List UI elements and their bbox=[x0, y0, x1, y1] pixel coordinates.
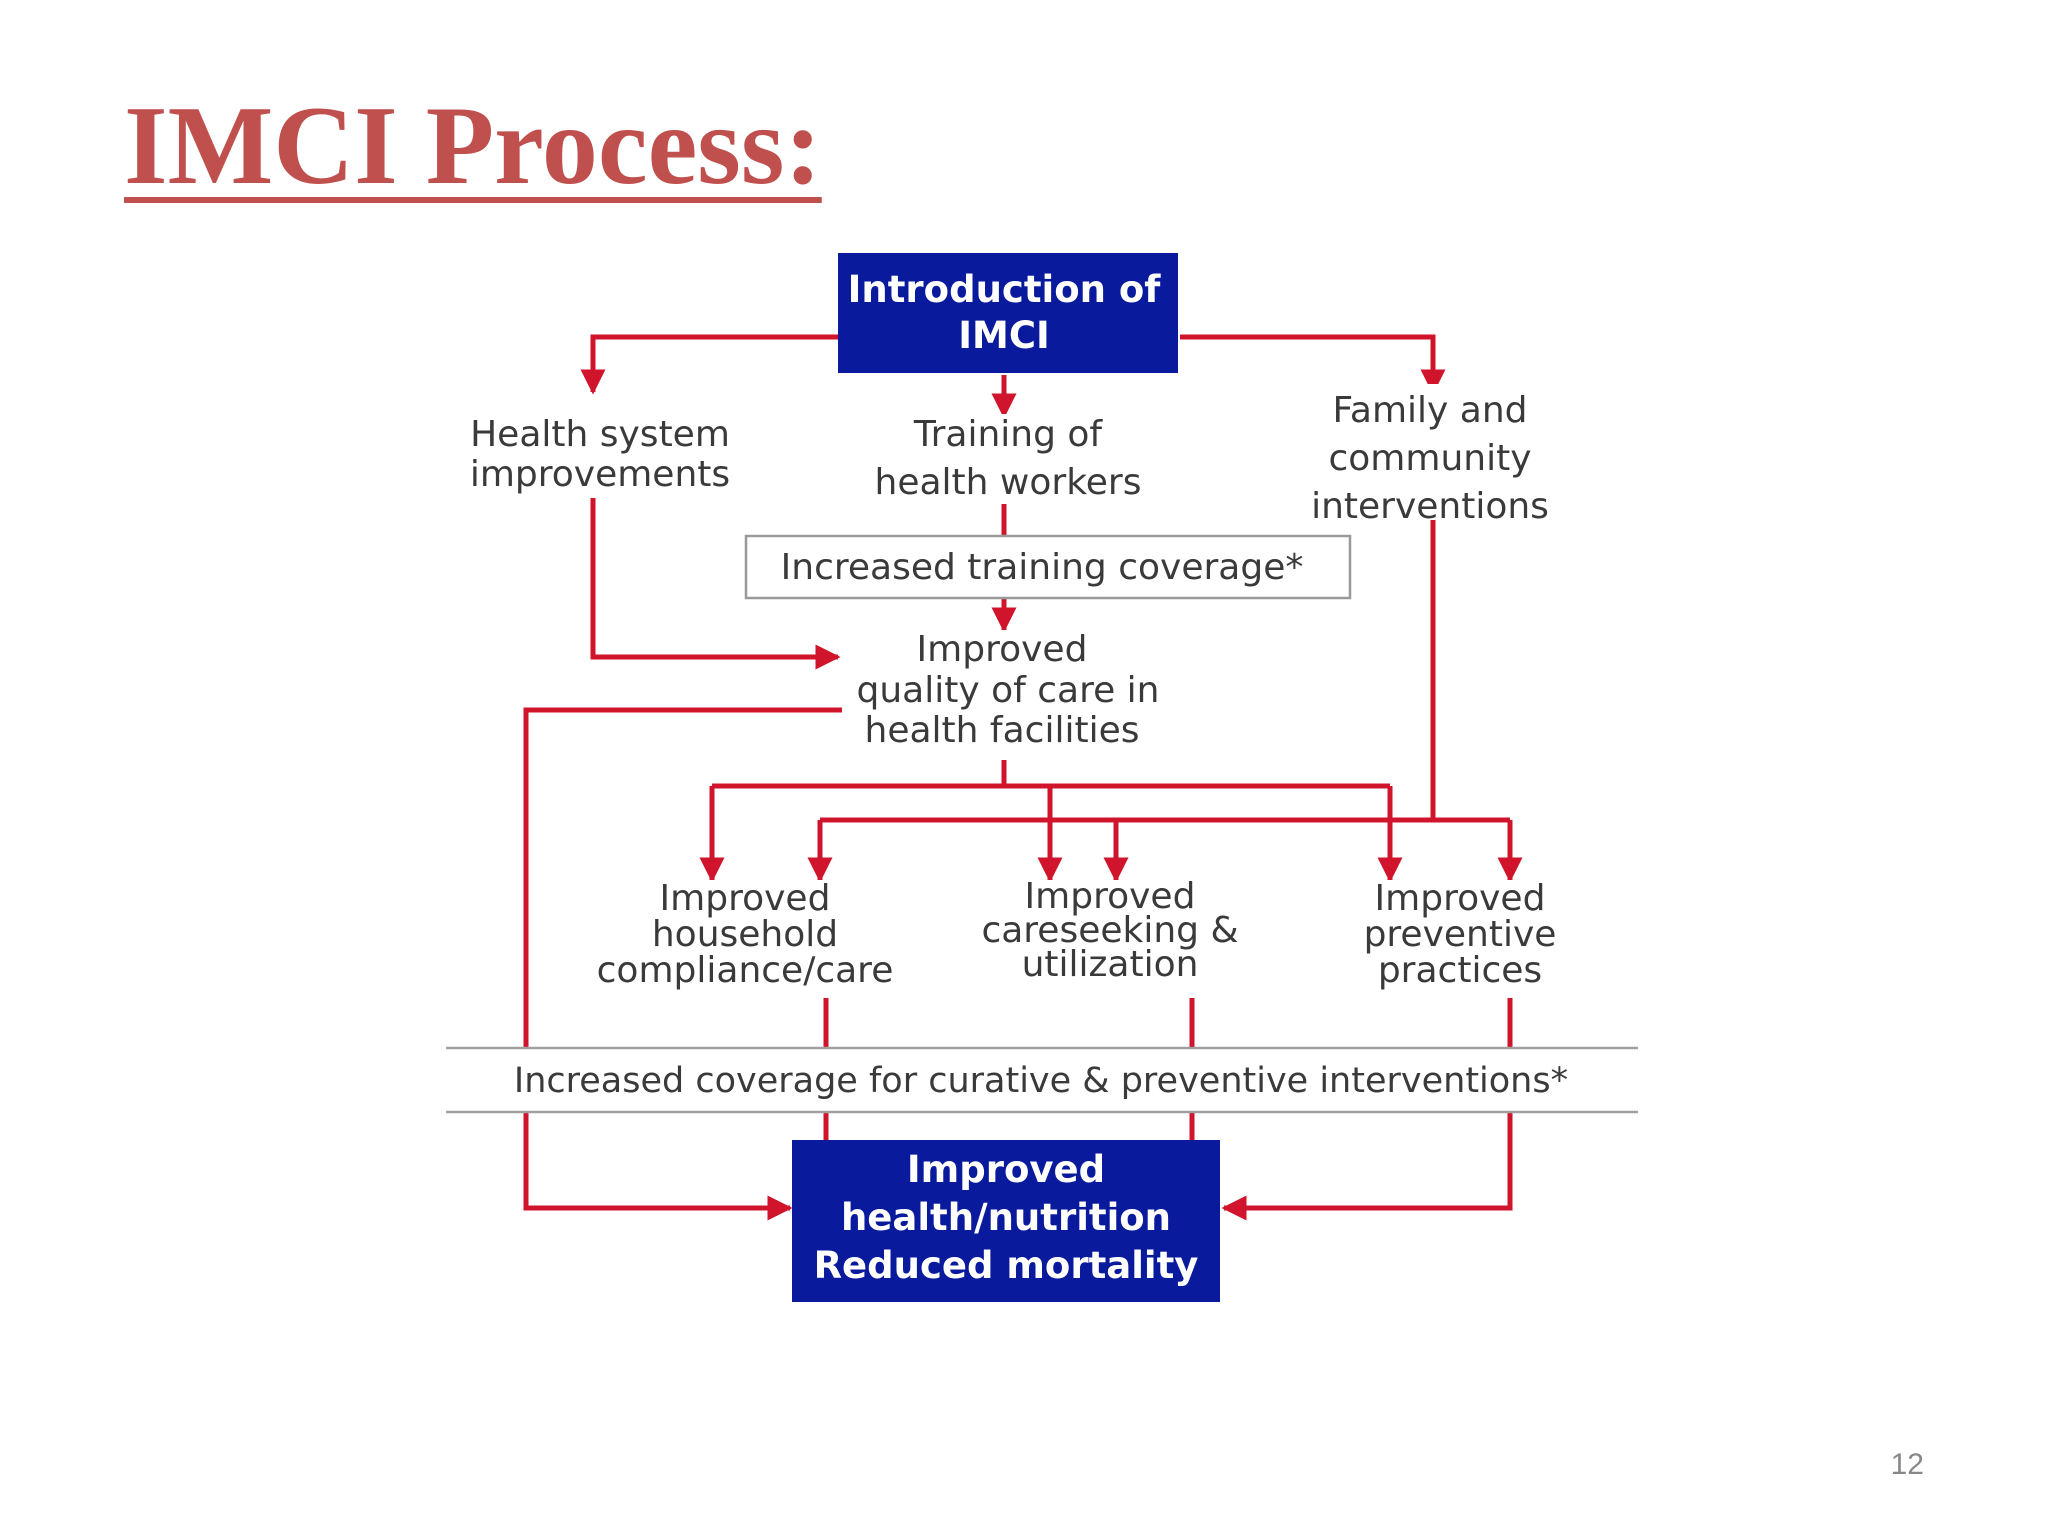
outcome-line-1: Improved bbox=[907, 1148, 1105, 1191]
outcome-line-3: Reduced mortality bbox=[814, 1244, 1199, 1287]
coverage-band bbox=[446, 1048, 1638, 1112]
health-system-label-bg bbox=[456, 410, 746, 498]
quality-line-2: quality of care in bbox=[856, 670, 1159, 711]
quality-line-1: Improved bbox=[917, 629, 1088, 670]
quality-line-3: health facilities bbox=[865, 710, 1140, 751]
careseeking-label-bg bbox=[970, 880, 1260, 998]
household-line-3: compliance/care bbox=[597, 950, 894, 991]
family-label-bg bbox=[1300, 384, 1566, 520]
health-system-line-1: Health system bbox=[470, 414, 730, 455]
arrow-intro-to-family bbox=[1180, 334, 1446, 395]
outcome-line-2: health/nutrition bbox=[841, 1196, 1171, 1239]
slide-title: IMCI Process: bbox=[124, 84, 822, 208]
family-line-2: community bbox=[1328, 438, 1531, 479]
preventive-line-3: practices bbox=[1378, 950, 1542, 991]
training-coverage-box bbox=[744, 534, 1352, 600]
connectors bbox=[523, 334, 1523, 1221]
page-number: 12 bbox=[1890, 1448, 1924, 1481]
preventive-label-bg bbox=[1352, 880, 1568, 998]
careseeking-line-2: careseeking & bbox=[981, 910, 1238, 951]
intro-box bbox=[838, 253, 1178, 373]
preventive-line-2: preventive bbox=[1364, 914, 1557, 955]
careseeking-line-1: Improved bbox=[1025, 876, 1196, 917]
careseeking-line-3: utilization bbox=[1022, 944, 1199, 985]
coverage-band-text: Increased coverage for curative & preven… bbox=[514, 1061, 1568, 1101]
arrow-intro-to-health-system bbox=[580, 334, 838, 395]
training-line-2: health workers bbox=[875, 462, 1142, 503]
training-label-bg bbox=[866, 414, 1154, 504]
arrow-quality-to-outcome-left bbox=[523, 707, 842, 1221]
training-coverage-text: Increased training coverage* bbox=[781, 547, 1304, 588]
intro-box-line-1: Introduction of bbox=[848, 268, 1162, 311]
quality-label-bg bbox=[842, 630, 1172, 760]
household-label-bg bbox=[588, 880, 908, 998]
family-line-1: Family and bbox=[1332, 390, 1527, 431]
family-line-3: interventions bbox=[1311, 486, 1549, 527]
health-system-line-2: improvements bbox=[470, 454, 730, 495]
household-line-2: household bbox=[652, 914, 838, 955]
household-line-1: Improved bbox=[660, 878, 831, 919]
intro-box-line-2: IMCI bbox=[958, 314, 1050, 357]
arrow-health-system-to-quality bbox=[590, 495, 841, 670]
training-line-1: Training of bbox=[913, 414, 1104, 455]
outcome-box bbox=[792, 1140, 1220, 1302]
preventive-line-1: Improved bbox=[1375, 878, 1546, 919]
